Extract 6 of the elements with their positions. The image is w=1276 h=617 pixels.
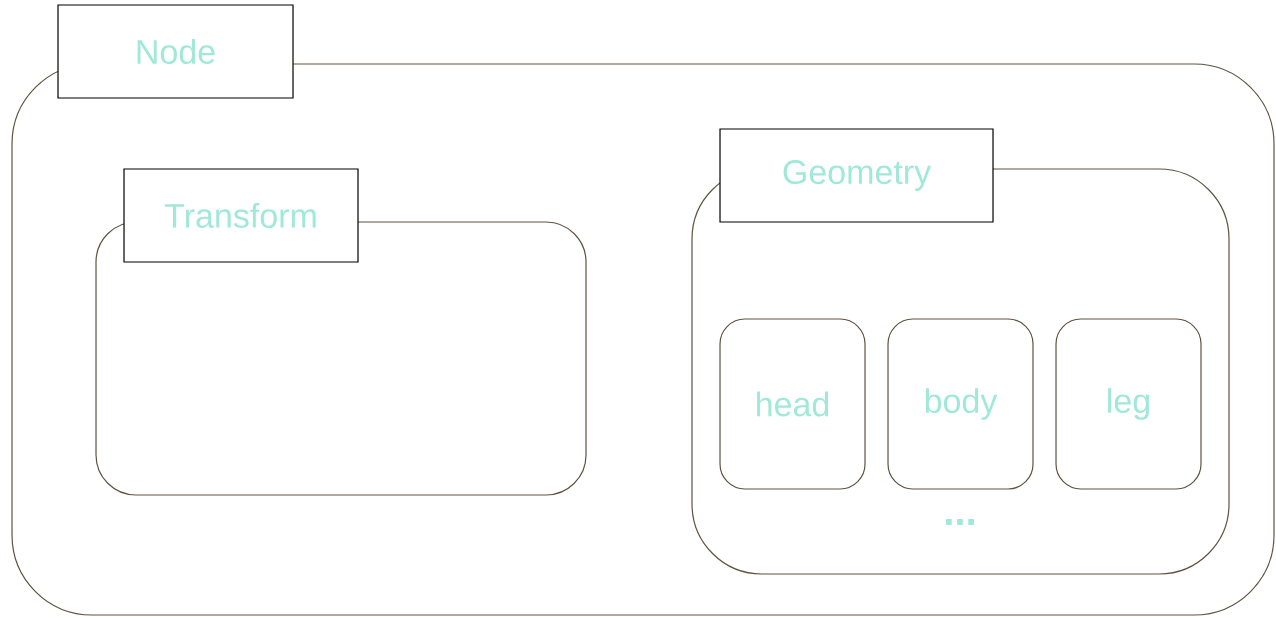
container-box: head — [719, 318, 866, 490]
ellipsis-text: ... — [946, 519, 974, 525]
container-box: body — [887, 318, 1034, 490]
container-box: Transform — [95, 168, 587, 496]
node-label: Node — [137, 39, 215, 64]
container-box: leg — [1055, 318, 1202, 490]
